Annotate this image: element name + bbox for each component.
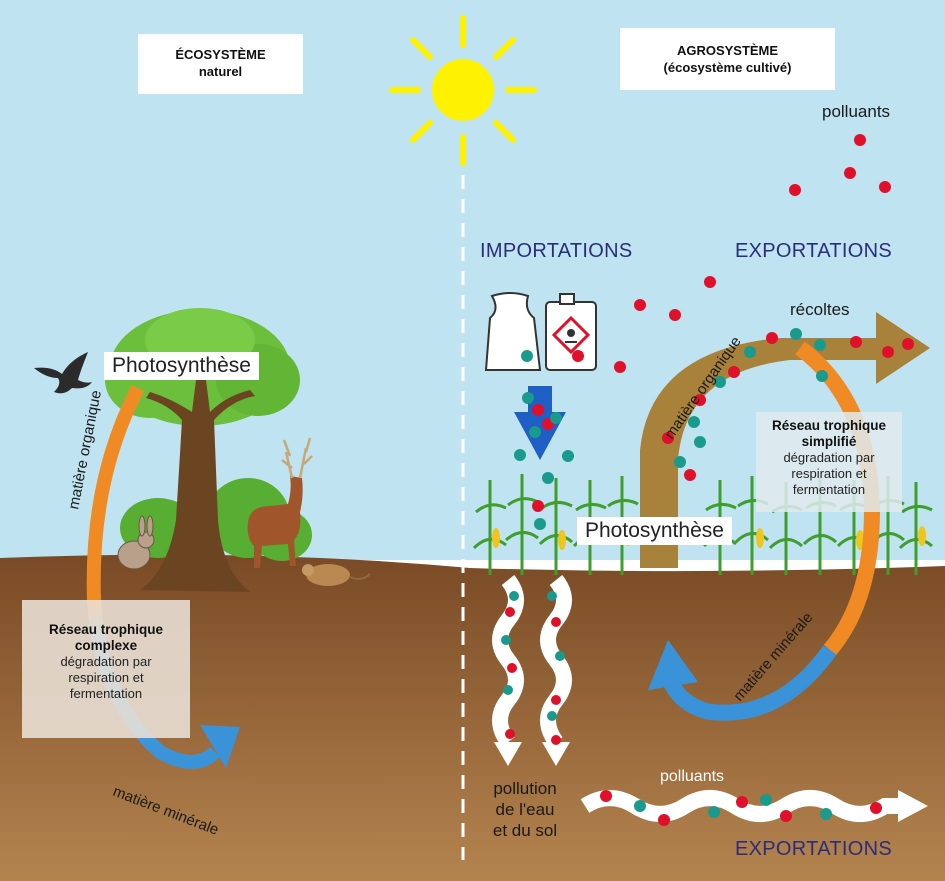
rabbit-icon	[117, 515, 155, 570]
label-photosynthese-left: Photosynthèse	[104, 352, 259, 380]
label-pollutants-bottom: polluants	[660, 768, 725, 785]
reseau-trophique-complexe: Réseau trophique complexe dégradation pa…	[22, 600, 190, 738]
harvest-arrowhead	[876, 312, 930, 384]
reseau-right-text-3: fermentation	[792, 482, 866, 497]
runoff-arrowhead	[898, 790, 928, 822]
reseau-right-text-1: dégradation par	[783, 450, 875, 465]
reseau-right-title-1: Réseau trophique	[771, 418, 887, 433]
reseau-left-text-2: respiration et	[68, 670, 144, 685]
label-pollution-3: et du sol	[492, 821, 558, 840]
label-importations: IMPORTATIONS	[480, 240, 633, 262]
label-pollution-1: pollution	[493, 779, 557, 798]
reseau-left-text-3: fermentation	[69, 686, 143, 701]
label-pollution: pollution de l'eau et du sol	[484, 778, 566, 841]
fertilizer-bag-icon	[484, 292, 542, 371]
right-cycle-arrowhead	[648, 640, 698, 690]
sun-icon	[389, 15, 537, 166]
deer-icon	[247, 437, 313, 568]
bird-icon	[34, 352, 92, 394]
reseau-right-text-2: respiration et	[791, 466, 867, 481]
title-natural-line1: ÉCOSYSTÈME	[175, 47, 266, 62]
label-exportations-bottom: EXPORTATIONS	[735, 838, 892, 860]
label-pollution-2: de l'eau	[495, 800, 555, 819]
pesticide-canister-icon	[545, 293, 597, 371]
title-natural-line2: naturel	[198, 64, 243, 79]
label-pollutants-top: polluants	[822, 102, 891, 121]
reseau-trophique-simplifie: Réseau trophique simplifié dégradation p…	[756, 412, 902, 512]
label-exportations-top: EXPORTATIONS	[735, 240, 892, 262]
pollutant-particles	[505, 134, 914, 826]
leaching-arrowhead-2	[542, 742, 570, 766]
right-cycle-flow-blue	[662, 645, 837, 721]
leaching-arrowhead-1	[494, 742, 522, 766]
import-down-arrow	[514, 386, 566, 460]
title-agro: AGROSYSTÈME (écosystème cultivé)	[620, 28, 835, 90]
reseau-right-title-2: simplifié	[801, 434, 857, 449]
label-photosynthese-right: Photosynthèse	[577, 517, 732, 545]
reseau-left-text-1: dégradation par	[60, 654, 152, 669]
title-agro-line1: AGROSYSTÈME	[676, 43, 779, 58]
title-agro-line2: (écosystème cultivé)	[663, 60, 792, 75]
leaching-arrow-1	[492, 575, 524, 747]
reseau-left-title-2: complexe	[74, 638, 138, 653]
title-natural: ÉCOSYSTÈME naturel	[138, 34, 303, 94]
label-recoltes: récoltes	[790, 300, 850, 319]
mouse-icon	[302, 564, 371, 586]
left-cycle-arrowhead	[200, 725, 240, 768]
mineral-particles	[501, 328, 832, 820]
reseau-left-title-1: Réseau trophique	[48, 622, 164, 637]
